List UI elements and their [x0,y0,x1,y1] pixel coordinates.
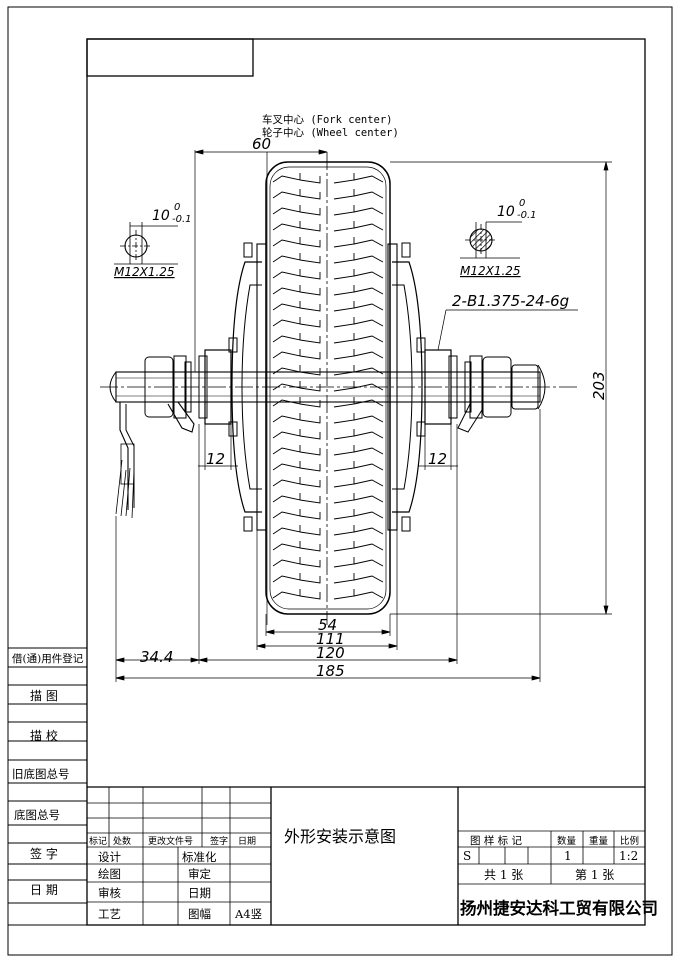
tread-groove [272,509,384,520]
tread-groove [272,573,384,584]
lbl-sheet-size: 图幅 [188,907,211,921]
dim-111: 111 [316,630,345,648]
company-name: 扬州捷安达科工贸有限公司 [460,898,658,918]
inner-frame [86,38,646,926]
hdr-mark: 标记 [89,835,107,847]
tol-left-nominal: 10 [152,208,170,224]
lbl-qty: 数量 [557,835,577,847]
tread-groove [272,269,384,280]
dim-12-right: 12 [428,450,447,468]
hdr-date: 日期 [238,836,256,847]
tread-groove [272,525,384,536]
val-sheet-size: A4竖 [234,907,262,921]
dim-12-left: 12 [206,450,225,468]
val-qty: 1 [564,849,572,863]
tol-left-upper: 0 [174,202,180,213]
val-total-sheets: 共 1 张 [484,868,523,882]
tread-groove [272,349,384,360]
tread-groove [272,173,384,184]
lbl-stage-mark: 图 样 标 记 [470,834,523,847]
lbl-draw: 绘图 [98,867,121,881]
side-row-check: 描 校 [30,728,58,743]
hdr-count: 处数 [113,835,131,847]
drawing-title: 外形安装示意图 [284,827,396,846]
dim-203: 203 [590,371,608,400]
lbl-standardize: 标准化 [182,850,217,864]
tread-groove [272,221,384,232]
tol-right-lower: -0.1 [517,210,537,221]
lbl-process: 工艺 [98,907,121,921]
wheel-center-label: 轮子中心 (Wheel center) [262,126,399,139]
tread-groove [272,589,384,600]
thread-right-label: M12X1.25 [460,264,521,278]
code-box [86,38,254,77]
side-row-old-no: 旧底图总号 [12,767,70,781]
val-sheet-no: 第 1 张 [575,868,614,882]
tyre-tread [272,173,384,600]
lbl-design: 设计 [98,850,121,864]
tread-groove [272,381,384,392]
wheel-drawing [100,152,578,625]
tread-groove [272,461,384,472]
tread-groove [272,365,384,376]
dim-60: 60 [252,135,271,153]
tread-groove [272,301,384,312]
tread-groove [272,333,384,344]
hdr-docno: 更改文件号 [148,835,193,847]
side-row-base-no: 底图总号 [14,808,60,822]
val-stage: S [463,849,471,863]
side-row-trace: 描 图 [30,689,58,703]
side-panel [8,647,87,926]
tread-groove [272,317,384,328]
tread-groove [272,237,384,248]
outer-border [7,6,673,956]
dimension-lines [115,149,612,682]
tol-right-nominal: 10 [497,204,515,220]
lbl-scale: 比例 [620,835,639,847]
tread-groove [272,285,384,296]
thread-detail-left [114,222,178,265]
fork-center-label: 车叉中心 (Fork center) [262,113,393,126]
side-row-reg: 借(通)用件登记 [12,652,84,665]
lbl-review: 审核 [98,886,121,900]
dim-34-4: 34.4 [140,648,173,666]
tread-groove [272,445,384,456]
tread-groove [272,477,384,488]
tread-groove [272,557,384,568]
side-row-sign: 签 字 [30,846,58,861]
tread-groove [272,541,384,552]
dim-54: 54 [318,616,337,634]
tread-groove [272,253,384,264]
val-scale: 1:2 [619,849,638,863]
tyre [265,161,391,615]
thread-left-label: M12X1.25 [114,265,175,279]
tol-right-upper: 0 [519,198,525,209]
hub-left-bell [231,261,262,513]
tread-groove [272,413,384,424]
dim-120: 120 [316,644,345,662]
lbl-weight: 重量 [589,835,609,847]
bearing-note: 2-B1.375-24-6g [452,292,569,310]
tread-groove [272,493,384,504]
tol-left-lower: -0.1 [172,214,192,225]
axle-assembly [109,349,546,519]
lbl-date: 日期 [188,886,211,900]
tread-groove [272,429,384,440]
dim-185: 185 [316,662,345,680]
tread-groove [272,205,384,216]
thread-detail-right [460,221,522,259]
title-block [87,786,645,925]
lbl-approve: 审定 [188,867,211,881]
tread-groove [272,189,384,200]
side-row-date: 日 期 [30,883,58,897]
hub-right-bell [392,261,423,513]
hdr-sign: 签字 [210,835,228,847]
